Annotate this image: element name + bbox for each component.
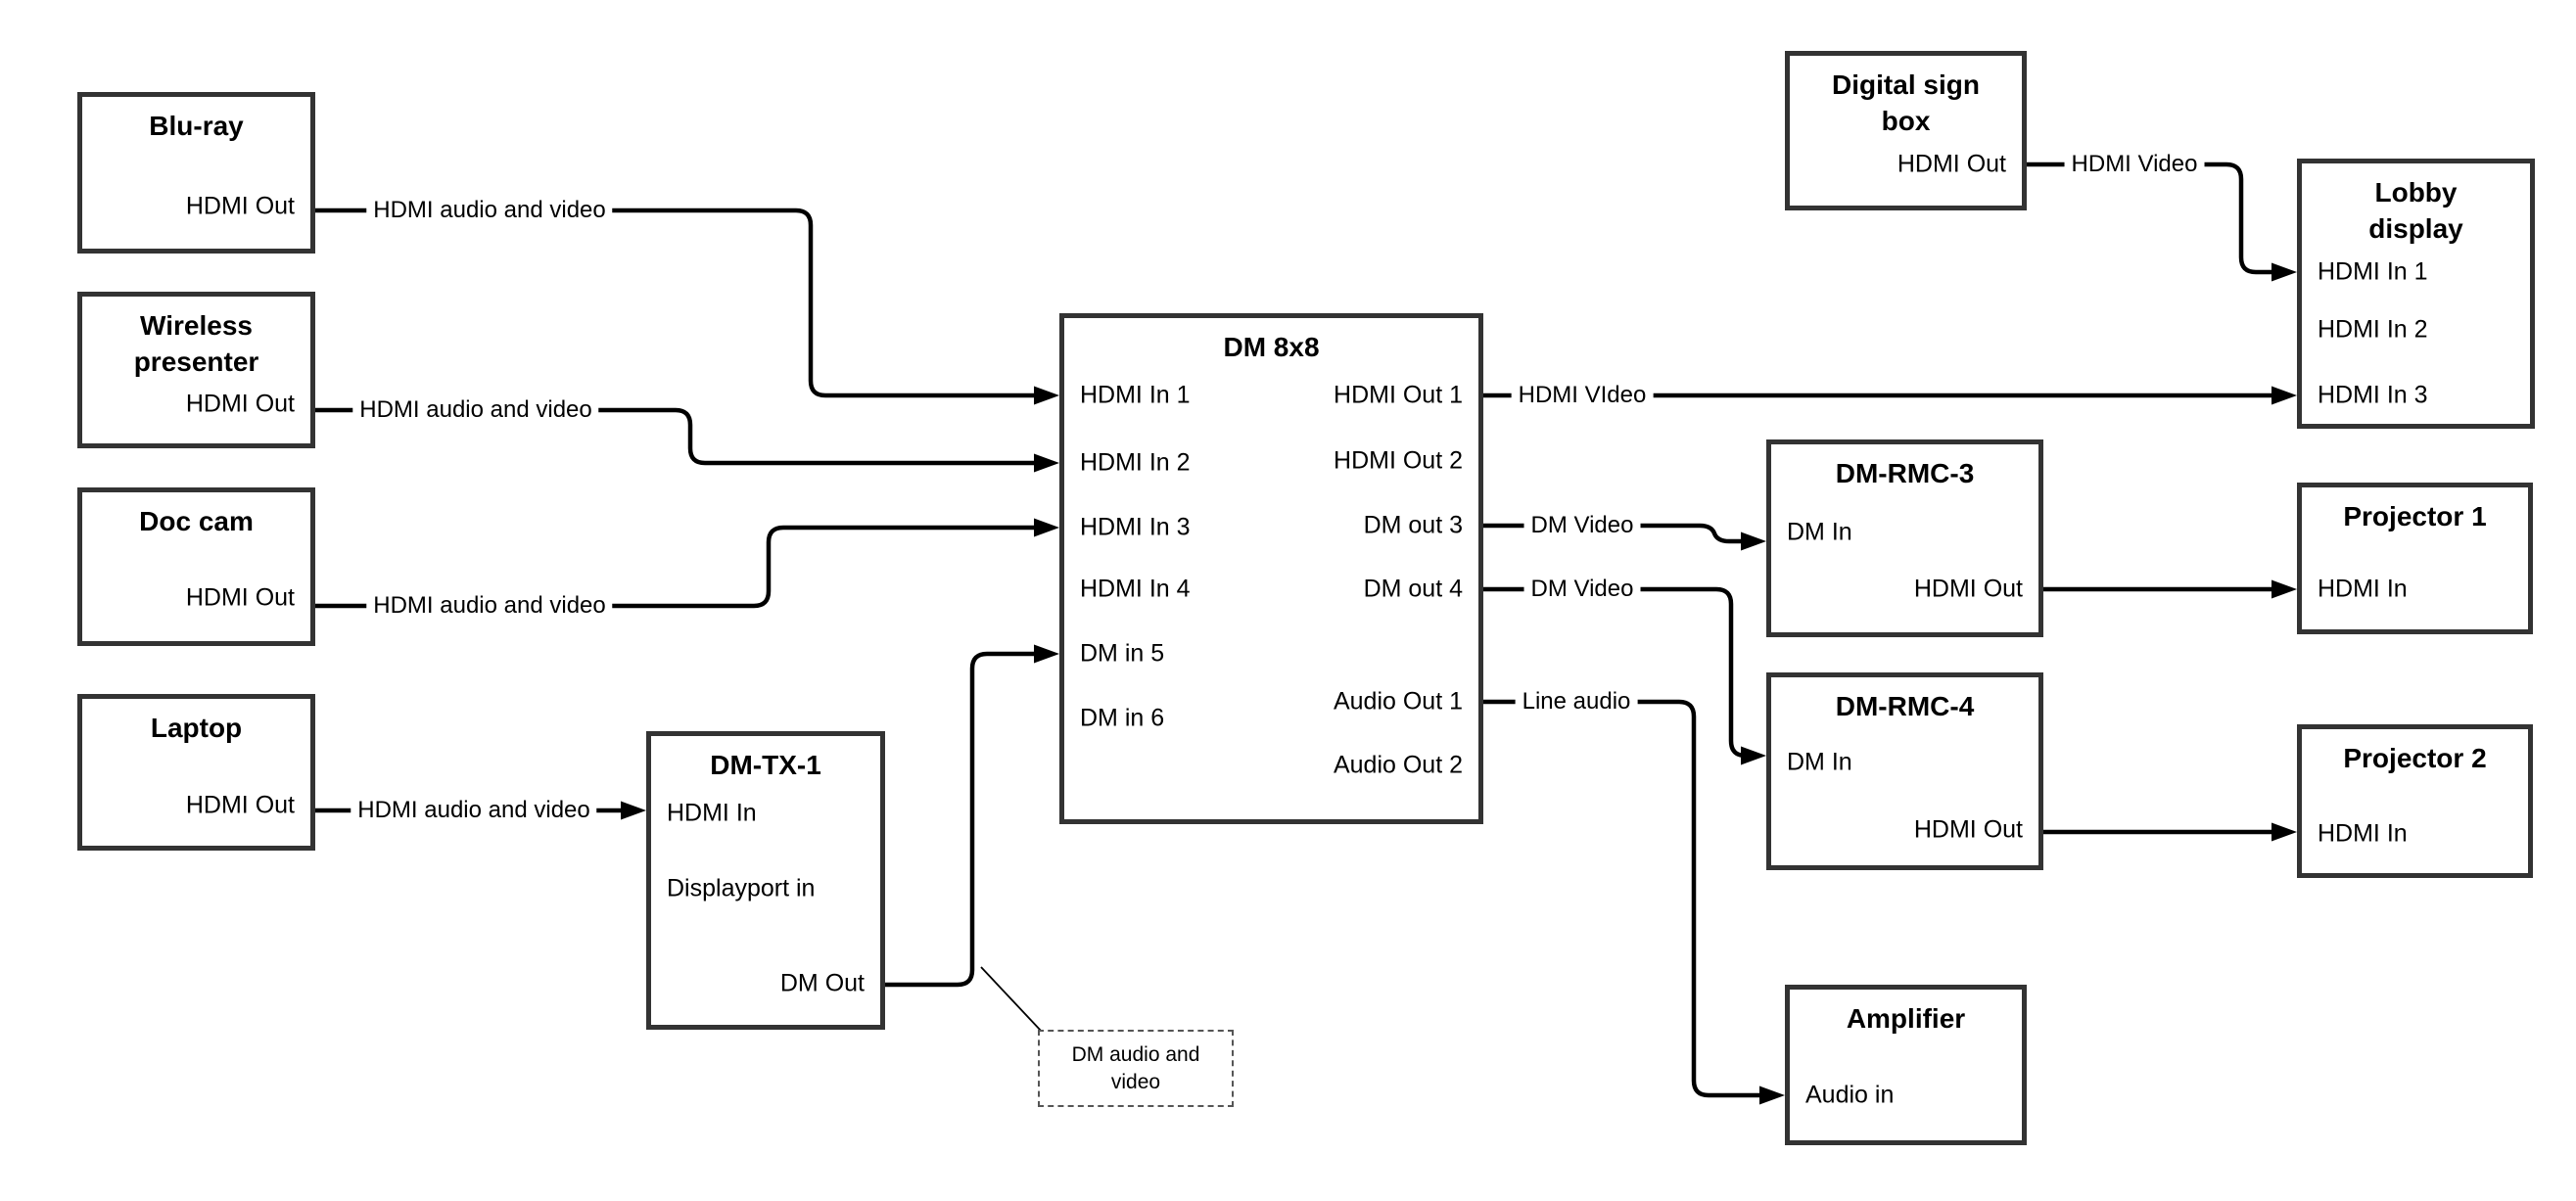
port-dm8x8-hdmi-in-4: HDMI In 4 <box>1080 575 1191 603</box>
node-title: Wireless presenter <box>133 310 259 377</box>
e-dm8x8-dmrmc3-line <box>1483 523 1743 544</box>
node-title: Lobby display <box>2368 177 2463 244</box>
port-dm8x8-audio-out-2: Audio Out 2 <box>1333 751 1463 779</box>
node-proj2: Projector 2 HDMI In <box>2297 724 2533 878</box>
port-lobby-hdmi-in-2: HDMI In 2 <box>2318 315 2428 344</box>
port-dm8x8-hdmi-out-1: HDMI Out 1 <box>1334 381 1463 409</box>
node-title: Projector 1 <box>2343 501 2487 531</box>
node-title: DM-RMC-4 <box>1835 691 1975 721</box>
e-doccam-dm8x8-label: HDMI audio and video <box>366 592 613 620</box>
e-dm8x8-lobby-label: HDMI VIdeo <box>1511 382 1654 409</box>
e-digitalsign-lobby-label: HDMI Video <box>2064 151 2205 178</box>
node-title: DM 8x8 <box>1223 332 1320 362</box>
port-lobby-hdmi-in-1: HDMI In 1 <box>2318 257 2428 286</box>
e-dm8x8-dmrmc3-label: DM Video <box>1523 512 1641 539</box>
e-dmtx1-dm8x8-arrowhead <box>1034 644 1059 664</box>
e-dm8x8-lobby-arrowhead <box>2272 386 2297 405</box>
port-dmrmc3-dm-in: DM In <box>1787 518 1852 546</box>
node-title: Digital sign box <box>1832 69 1980 136</box>
node-title: Laptop <box>150 713 243 743</box>
node-title: Projector 2 <box>2343 743 2487 773</box>
node-title: Doc cam <box>139 506 254 536</box>
port-doccam-hdmi-out: HDMI Out <box>185 583 295 612</box>
port-laptop-hdmi-out: HDMI Out <box>185 791 295 819</box>
e-doccam-dm8x8-arrowhead <box>1034 518 1059 537</box>
port-dm8x8-hdmi-in-1: HDMI In 1 <box>1080 381 1191 409</box>
port-dm8x8-dm-out-3: DM out 3 <box>1363 511 1463 539</box>
e-dmrmc3-proj1-arrowhead <box>2272 579 2297 599</box>
node-title: Amplifier <box>1846 1003 1966 1034</box>
e-bluray-dm8x8-arrowhead <box>1034 386 1059 405</box>
e-dm8x8-dmrmc4-label: DM Video <box>1523 576 1641 603</box>
e-dmtx1-dm8x8-line <box>885 651 1036 988</box>
port-proj1-hdmi-in: HDMI In <box>2318 575 2408 603</box>
port-dmtx1-hdmi-in: HDMI In <box>667 799 757 827</box>
node-dmrmc4: DM-RMC-4 DM In HDMI Out <box>1766 672 2043 870</box>
port-dmrmc4-dm-in: DM In <box>1787 748 1852 776</box>
port-amplifier-audio-in: Audio in <box>1805 1081 1895 1109</box>
port-wireless-hdmi-out: HDMI Out <box>185 390 295 418</box>
note-dm-audio-and-video: DM audio and video <box>1038 1030 1234 1107</box>
e-digitalsign-lobby-arrowhead <box>2272 262 2297 282</box>
port-digitalsign-hdmi-out: HDMI Out <box>1897 150 2006 178</box>
port-dm8x8-dm-in-5: DM in 5 <box>1080 639 1165 668</box>
e-wireless-dm8x8-arrowhead <box>1034 453 1059 473</box>
node-title: Blu-ray <box>149 111 244 141</box>
note-leader-line <box>980 966 1043 1033</box>
node-dmrmc3: DM-RMC-3 DM In HDMI Out <box>1766 439 2043 637</box>
node-proj1: Projector 1 HDMI In <box>2297 483 2533 634</box>
e-digitalsign-lobby-line <box>2027 162 2273 275</box>
e-laptop-dmtx1-label: HDMI audio and video <box>351 797 597 824</box>
e-dmrmc4-proj2-arrowhead <box>2272 822 2297 842</box>
e-wireless-dm8x8-label: HDMI audio and video <box>352 396 599 424</box>
port-bluray-hdmi-out: HDMI Out <box>185 192 295 220</box>
e-dm8x8-amplifier-arrowhead <box>1759 1086 1785 1105</box>
port-dmrmc3-hdmi-out: HDMI Out <box>1913 575 2023 603</box>
port-dm8x8-hdmi-out-2: HDMI Out 2 <box>1334 446 1463 475</box>
port-dm8x8-dm-out-4: DM out 4 <box>1363 575 1463 603</box>
port-dmtx1-dm-out: DM Out <box>779 969 865 997</box>
node-title: DM-RMC-3 <box>1835 458 1975 488</box>
port-lobby-hdmi-in-3: HDMI In 3 <box>2318 381 2428 409</box>
e-dm8x8-dmrmc3-arrowhead <box>1741 531 1766 551</box>
e-dm8x8-dmrmc4-arrowhead <box>1741 746 1766 765</box>
e-dm8x8-amplifier-label: Line audio <box>1515 688 1638 716</box>
e-doccam-dm8x8-line <box>315 525 1036 609</box>
e-dm8x8-dmrmc4-line <box>1483 586 1749 759</box>
port-dm8x8-hdmi-in-3: HDMI In 3 <box>1080 513 1191 541</box>
port-dm8x8-dm-in-6: DM in 6 <box>1080 704 1165 732</box>
e-bluray-dm8x8-label: HDMI audio and video <box>366 197 613 224</box>
port-proj2-hdmi-in: HDMI In <box>2318 819 2408 848</box>
port-dm8x8-audio-out-1: Audio Out 1 <box>1333 687 1463 716</box>
port-dmtx1-displayport-in: Displayport in <box>667 874 816 902</box>
e-dm8x8-amplifier-line <box>1483 699 1761 1098</box>
node-title: DM-TX-1 <box>710 750 821 780</box>
e-wireless-dm8x8-line <box>315 407 1036 466</box>
port-dmrmc4-hdmi-out: HDMI Out <box>1913 815 2023 844</box>
port-dm8x8-hdmi-in-2: HDMI In 2 <box>1080 448 1191 477</box>
e-bluray-dm8x8-line <box>315 208 1036 398</box>
e-laptop-dmtx1-arrowhead <box>621 801 646 820</box>
